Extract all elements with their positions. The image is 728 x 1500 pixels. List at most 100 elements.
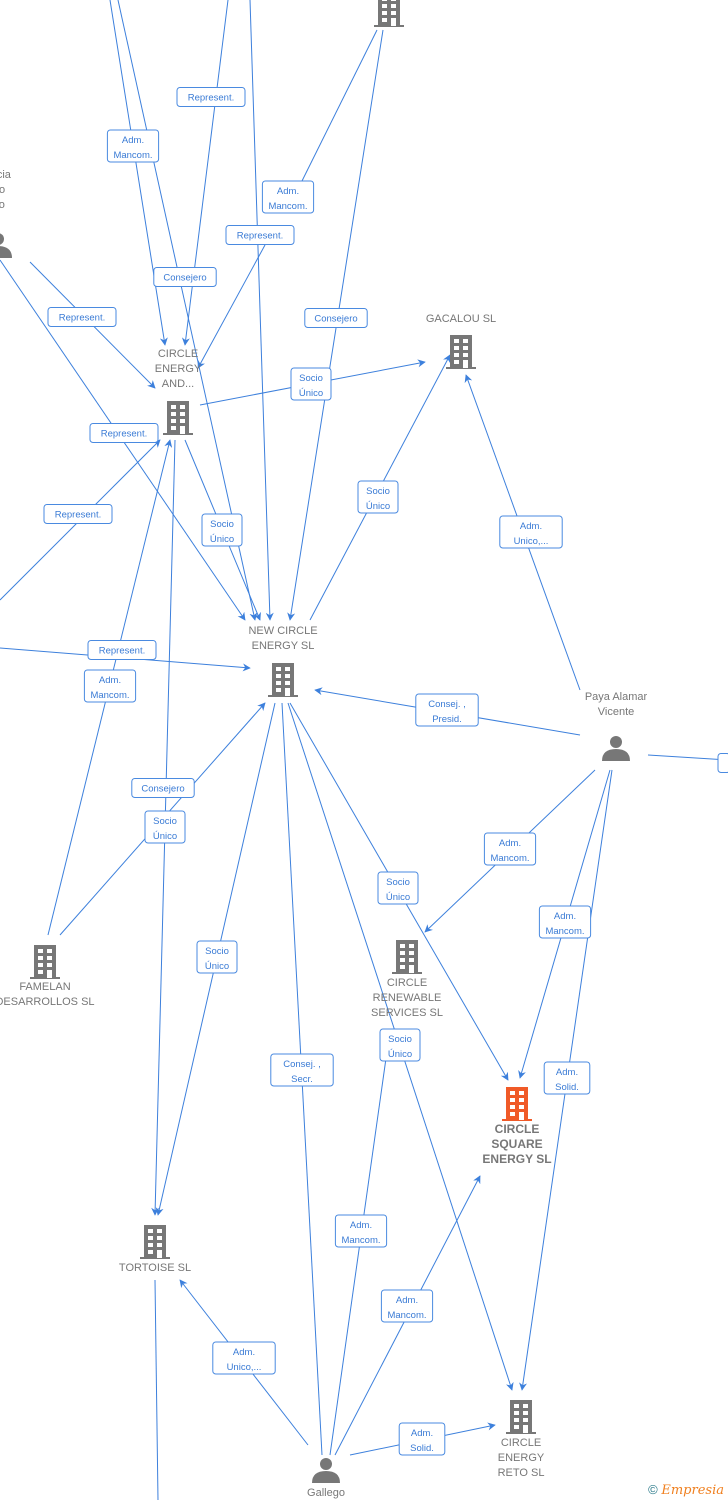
- edge-label-text: Represent.: [55, 510, 101, 521]
- node-label: SERVICES SL: [371, 1007, 443, 1019]
- node-garcia[interactable]: arciadoco: [0, 169, 12, 258]
- edge-label[interactable]: Adm.Solid.: [398, 1422, 446, 1456]
- edge-line: [154, 1279, 159, 1500]
- edge-label-text: Secr.: [291, 1074, 313, 1085]
- edge-label-text: Único: [386, 892, 410, 903]
- node-label: ENERGY: [155, 363, 202, 375]
- edge-label-text: Mancom.: [268, 201, 307, 212]
- node-label: ENERGY: [498, 1452, 545, 1464]
- node-label: RENEWABLE: [373, 992, 442, 1004]
- building-icon: [268, 663, 298, 697]
- copyright-symbol: ©: [648, 1482, 658, 1497]
- edge-line: [181, 0, 229, 346]
- node-tortoise[interactable]: TORTOISE SL: [119, 1225, 191, 1274]
- edge-label-text: Único: [388, 1049, 412, 1060]
- building-icon: [163, 401, 193, 435]
- edge-label[interactable]: [717, 753, 728, 773]
- edge-label[interactable]: Consejero: [304, 308, 368, 328]
- edge-label[interactable]: Consej. ,Presid.: [415, 693, 479, 727]
- edge-label[interactable]: Adm. Unico,...: [499, 515, 563, 549]
- person-icon: [602, 736, 630, 761]
- node-label: RETO SL: [498, 1467, 545, 1479]
- edge-label[interactable]: Adm.Mancom.: [83, 669, 137, 703]
- edge-label[interactable]: Represent.: [225, 225, 295, 245]
- node-famelan[interactable]: FAMELAN DESARROLLOS SL: [0, 945, 95, 1008]
- edge-label[interactable]: Adm. Unico,...: [212, 1341, 276, 1375]
- edge-label-text: Consejero: [141, 784, 184, 795]
- edge-label[interactable]: Adm.Mancom.: [380, 1289, 434, 1323]
- edge-label[interactable]: Consej. ,Secr.: [270, 1053, 334, 1087]
- node-label: co: [0, 199, 5, 211]
- edge-label-text: Adm.: [554, 911, 576, 922]
- edge-label-text: Consej. ,: [428, 699, 466, 710]
- edge-label[interactable]: Represent.: [43, 504, 113, 524]
- building-icon: [446, 335, 476, 369]
- edge-label-text: Mancom.: [341, 1235, 380, 1246]
- edge-label-text: Socio: [388, 1034, 412, 1045]
- node-label: GACALOU SL: [426, 313, 496, 325]
- edge-label[interactable]: Adm. Mancom.: [334, 1214, 388, 1248]
- edge-label[interactable]: Represent.: [47, 307, 117, 327]
- edge-line: [249, 0, 274, 621]
- edge-label-text: Adm.: [122, 135, 144, 146]
- edge-label-text: Adm.: [350, 1220, 372, 1231]
- node-top[interactable]: [374, 0, 404, 27]
- edge-label-text: Adm.: [556, 1067, 578, 1078]
- node-gallego[interactable]: Gallego: [307, 1458, 345, 1499]
- edge-label[interactable]: Adm. Mancom.: [538, 905, 592, 939]
- edge-label-text: Adm.: [277, 186, 299, 197]
- edge-label-text: Consejero: [163, 273, 206, 284]
- edge-label[interactable]: Adm. Mancom.: [261, 180, 315, 214]
- edge-label-text: Consejero: [314, 314, 357, 325]
- building-icon: [392, 940, 422, 974]
- edge-label-text: Represent.: [59, 313, 105, 324]
- edge-label[interactable]: Adm. Solid.: [543, 1061, 591, 1095]
- edge-label[interactable]: Adm.Mancom.: [483, 832, 537, 866]
- edge-label-text: Represent.: [99, 646, 145, 657]
- edge-label-text: Adm.: [99, 675, 121, 686]
- node-label: NEW CIRCLE: [248, 625, 317, 637]
- building-icon: [506, 1400, 536, 1434]
- node-label: Gallego: [307, 1487, 345, 1499]
- edge-label[interactable]: Consejero: [131, 778, 195, 798]
- edge-label[interactable]: Represent.: [89, 423, 159, 443]
- person-icon: [0, 233, 12, 258]
- edge-label-text: Represent.: [188, 93, 234, 104]
- node-label: TORTOISE SL: [119, 1262, 191, 1274]
- edge-label-text: Adm.: [499, 838, 521, 849]
- edge-label-text: Unico,...: [514, 536, 549, 547]
- node-gacalou[interactable]: GACALOU SL: [426, 313, 496, 369]
- edge-label[interactable]: Adm. Mancom.: [106, 129, 160, 163]
- edge-label-text: Solid.: [555, 1082, 579, 1093]
- edge-label-text: Mancom.: [545, 926, 584, 937]
- edge-label-text: Adm.: [233, 1347, 255, 1358]
- edge-label-text: Mancom.: [113, 150, 152, 161]
- edge-label[interactable]: Represent.: [176, 87, 246, 107]
- edge-label-text: Solid.: [410, 1443, 434, 1454]
- edge-label-text: Unico,...: [227, 1362, 262, 1373]
- node-label: AND...: [162, 378, 194, 390]
- edge-label-text: Socio: [299, 373, 323, 384]
- edge-label-text: Adm.: [520, 521, 542, 532]
- node-label: DESARROLLOS SL: [0, 996, 95, 1008]
- building-icon: [374, 0, 404, 27]
- edge-label-text: Único: [153, 831, 177, 842]
- edge-label[interactable]: Consejero: [153, 267, 217, 287]
- edge-label[interactable]: Represent.: [87, 640, 157, 660]
- node-circle_energy_and[interactable]: CIRCLEENERGYAND...: [155, 348, 202, 435]
- node-label: FAMELAN: [19, 981, 70, 993]
- node-label: CIRCLE: [495, 1122, 540, 1136]
